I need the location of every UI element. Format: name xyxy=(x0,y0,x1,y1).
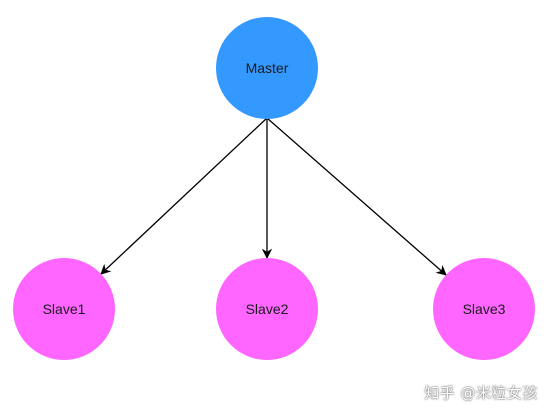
edge-master-slave1 xyxy=(100,117,268,275)
master-node-label: Master xyxy=(246,60,289,76)
slave1-node-label: Slave1 xyxy=(43,301,86,317)
master-node xyxy=(216,17,318,119)
slave1-node xyxy=(13,258,115,360)
slave2-node-label: Slave2 xyxy=(246,301,289,317)
slave2-node xyxy=(216,258,318,360)
watermark: 知乎 @米粒女孩 xyxy=(424,384,538,402)
slave3-node-label: Slave3 xyxy=(463,301,506,317)
slave3-node xyxy=(433,258,535,360)
edge-master-slave3 xyxy=(266,117,447,276)
